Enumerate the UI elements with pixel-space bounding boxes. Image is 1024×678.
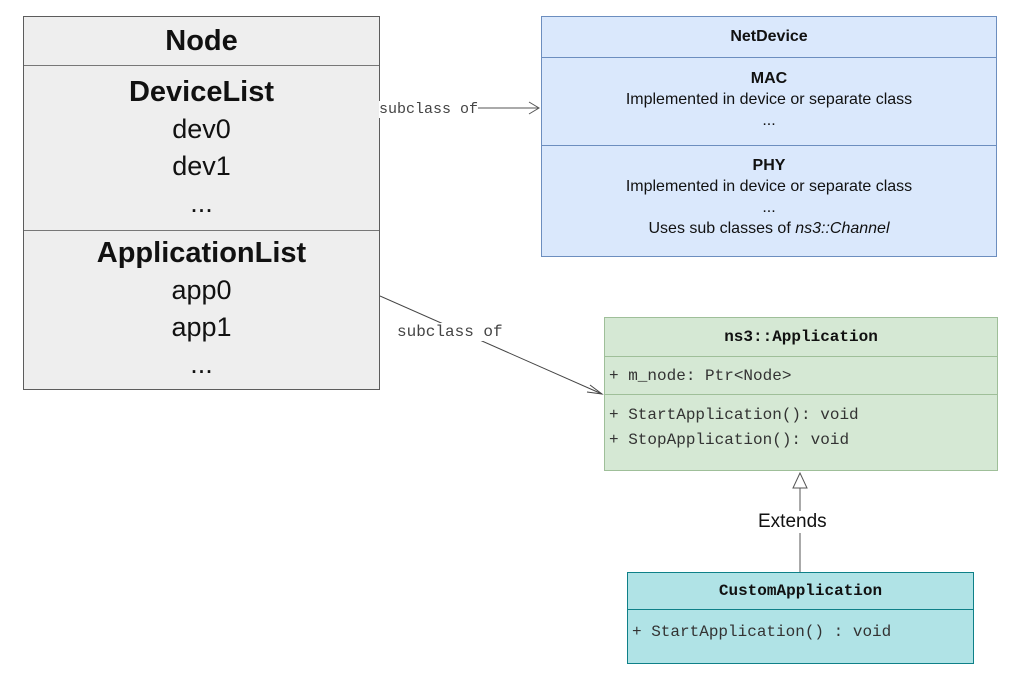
device-item: dev0 [172,114,231,144]
node-box[interactable]: Node DeviceList dev0 dev1 ... Applicatio… [23,16,380,390]
mac-line-ellipsis: ... [762,112,776,129]
subclass-label-application: subclass of [397,323,503,341]
phy-heading: PHY [752,157,786,174]
phy-section: PHY Implemented in device or separate cl… [542,145,996,256]
extends-arrowhead [792,471,808,489]
application-attributes-section: + m_node: Ptr<Node> [605,356,997,394]
netdevice-title: NetDevice [730,28,808,45]
custom-application-class-box[interactable]: CustomApplication + StartApplication() :… [627,572,974,664]
phy-line-ellipsis: ... [762,199,776,216]
mac-heading: MAC [750,70,788,87]
custom-application-methods-section: + StartApplication() : void [628,609,973,664]
application-class-box[interactable]: ns3::Application + m_node: Ptr<Node> + S… [604,317,998,471]
mac-line: Implemented in device or separate class [625,91,913,108]
application-class-title: ns3::Application [724,328,878,346]
application-list-heading: ApplicationList [96,237,307,269]
application-item-ellipsis: ... [190,349,213,379]
subclass-arrowhead-application [586,384,604,395]
netdevice-box[interactable]: NetDevice MAC Implemented in device or s… [541,16,997,257]
application-methods-section: + StartApplication(): void + StopApplica… [605,394,997,470]
phy-channel-prefix: Uses sub classes of [648,220,796,237]
device-list-section: DeviceList dev0 dev1 ... [24,65,379,230]
mac-section: MAC Implemented in device or separate cl… [542,57,996,145]
phy-line: Implemented in device or separate class [625,178,913,195]
application-attribute: + m_node: Ptr<Node> [609,367,792,385]
custom-application-method: + StartApplication() : void [632,623,892,641]
device-list-heading: DeviceList [128,76,275,108]
device-item: dev1 [172,151,231,181]
application-item: app1 [171,312,232,342]
subclass-arrowhead-netdevice [528,101,540,115]
device-item-ellipsis: ... [190,188,213,218]
extends-label: Extends [758,511,827,533]
application-item: app0 [171,275,232,305]
subclass-edge-application [379,295,603,395]
application-list-section: ApplicationList app0 app1 ... [24,230,379,390]
custom-application-title: CustomApplication [718,582,883,600]
application-method: + StartApplication(): void [609,406,859,424]
phy-channel-class: ns3::Channel [795,220,890,237]
subclass-label-netdevice: subclass of [379,101,479,118]
node-title: Node [165,25,238,57]
phy-channel-line: Uses sub classes of ns3::Channel [542,218,996,239]
application-method: + StopApplication(): void [609,431,850,449]
